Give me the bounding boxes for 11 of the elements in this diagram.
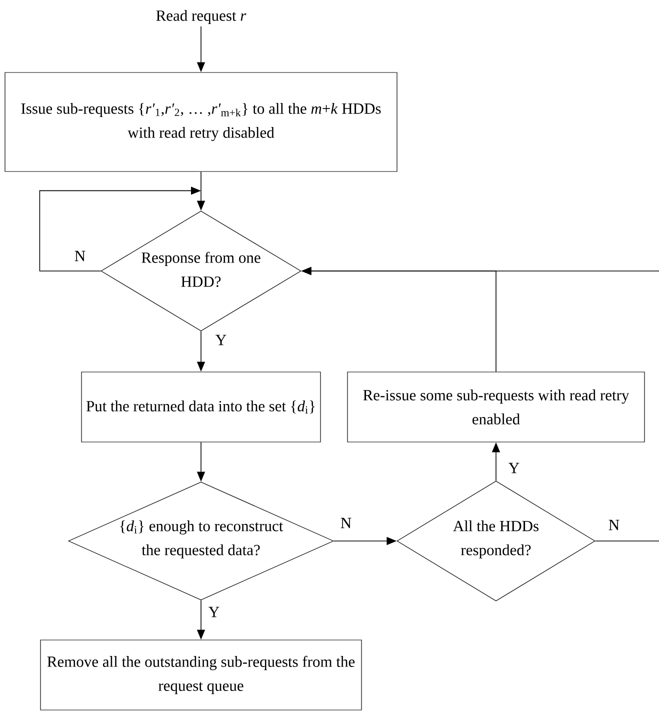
process-box: Put the returned data into the set {d$_{i}$} [81, 372, 321, 442]
edge-label: Y [507, 462, 521, 474]
input-label: Read request r [156, 10, 246, 24]
edge-label: N [73, 250, 87, 262]
edge-label: N [607, 518, 621, 532]
process-box: Issue sub-requests {r′$_{1}$,r′$_{2}$, … ,r′$_{m+k}$} to all the m+k HDDs with read retry disabled [4, 72, 398, 172]
edge-label: N [339, 516, 353, 530]
edge-label: Y [207, 606, 221, 618]
process-box: Remove all the outstanding sub-requests from the request queue [40, 640, 362, 710]
process-box: Re-issue some sub-requests with read retry enabled [347, 372, 645, 442]
edge-label: Y [214, 334, 228, 346]
